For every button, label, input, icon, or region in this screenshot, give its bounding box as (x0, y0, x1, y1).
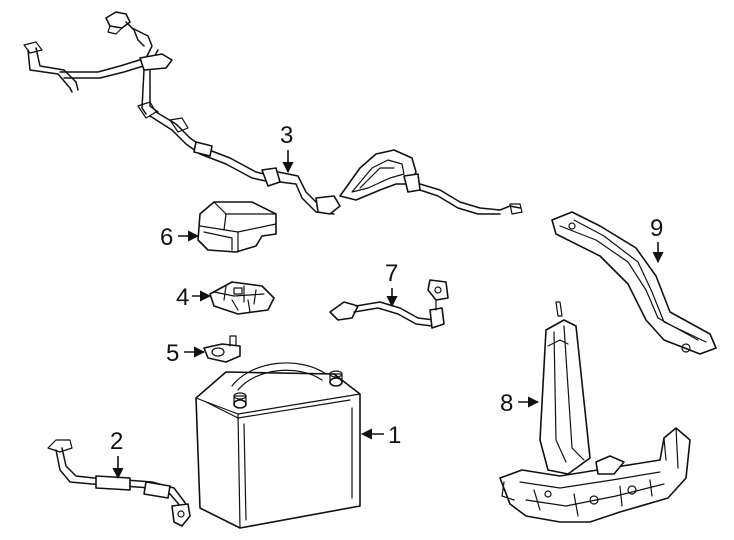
callout-9: 9 (650, 215, 664, 264)
fuse-block (209, 281, 275, 315)
callout-6: 6 (160, 224, 200, 251)
callout-7: 7 (385, 260, 398, 308)
battery-tray (499, 301, 691, 523)
callout-label-9: 9 (650, 215, 663, 242)
callout-label-4: 4 (176, 284, 189, 311)
callout-5: 5 (166, 340, 206, 367)
callout-4: 4 (176, 284, 212, 311)
positive-cable (329, 279, 449, 329)
callout-1: 1 (360, 422, 401, 449)
wire-harness (23, 11, 523, 215)
callout-label-2: 2 (110, 428, 123, 455)
terminal-clamp (203, 335, 241, 363)
callout-label-6: 6 (160, 224, 173, 251)
callout-label-3: 3 (280, 122, 293, 149)
callout-2: 2 (110, 428, 124, 480)
battery (195, 362, 361, 529)
callout-label-7: 7 (385, 260, 398, 287)
callout-8: 8 (500, 390, 540, 417)
callout-label-1: 1 (388, 422, 401, 449)
support-bracket (551, 211, 717, 355)
callout-label-8: 8 (500, 390, 513, 417)
terminal-cover (197, 201, 277, 253)
callout-label-5: 5 (166, 340, 179, 367)
callout-3: 3 (280, 122, 294, 174)
